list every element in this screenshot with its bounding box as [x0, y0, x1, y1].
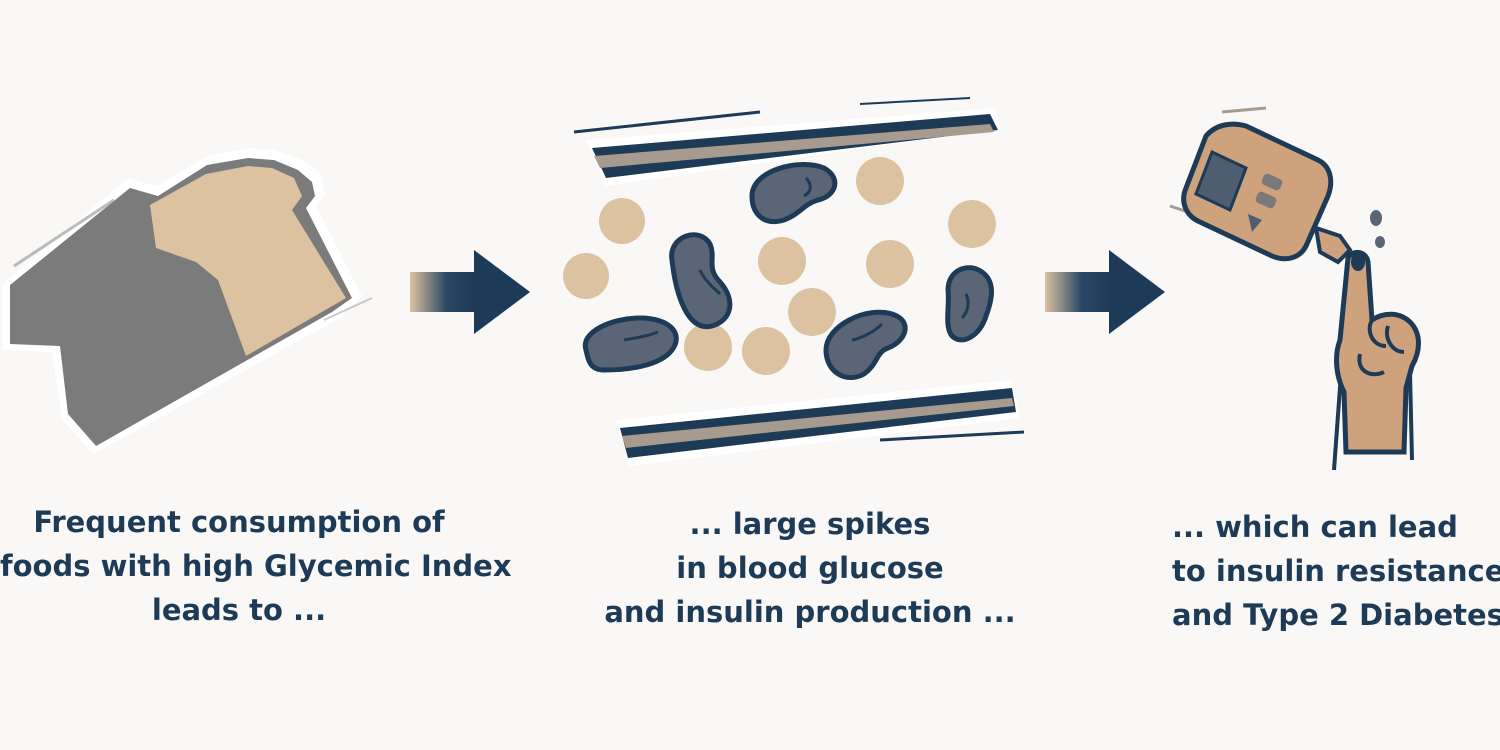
blood-vessel-icon	[563, 97, 1025, 466]
glucose-particles	[563, 157, 996, 375]
caption-line: ... which can lead	[1172, 510, 1458, 544]
glucose-particle	[758, 237, 806, 285]
bread-slice-icon	[2, 148, 373, 454]
caption-line: ... large spikes	[689, 507, 931, 541]
caption-line: foods with high Glycemic Index	[0, 549, 512, 583]
glucose-particle	[866, 240, 914, 288]
step-2-caption: ... large spikes in blood glucose and in…	[580, 502, 1040, 634]
vessel-wall-bottom	[616, 380, 1025, 466]
step-1-caption: Frequent consumption of foods with high …	[0, 500, 512, 632]
caption-line: and insulin production ...	[604, 595, 1016, 629]
caption-line: to insulin resistance	[1172, 554, 1500, 588]
blood-cell	[945, 265, 994, 343]
caption-line: and Type 2 Diabetes	[1172, 598, 1500, 632]
blood-cell	[823, 309, 908, 381]
glucose-particle	[563, 253, 609, 299]
glucose-particle	[856, 157, 904, 205]
glucose-particle	[788, 288, 836, 336]
blood-cell	[582, 315, 679, 373]
arrow-right-icon	[1045, 250, 1165, 334]
glucose-particle	[684, 323, 732, 371]
glucose-meter-icon	[1169, 106, 1385, 265]
caption-line: leads to ...	[151, 593, 327, 627]
blood-cells	[582, 162, 994, 381]
blood-cell	[749, 162, 838, 224]
finger-prick-icon	[1332, 250, 1421, 471]
glucose-particle	[599, 198, 645, 244]
glucose-particle	[742, 327, 790, 375]
step-3-caption: ... which can lead to insulin resistance…	[1172, 505, 1500, 637]
arrow-right-icon	[410, 250, 530, 334]
blood-cell	[669, 232, 733, 330]
caption-line: Frequent consumption of	[33, 505, 445, 539]
caption-line: in blood glucose	[676, 551, 944, 585]
glucose-particle	[948, 200, 996, 248]
vessel-wall-top	[573, 97, 1000, 186]
